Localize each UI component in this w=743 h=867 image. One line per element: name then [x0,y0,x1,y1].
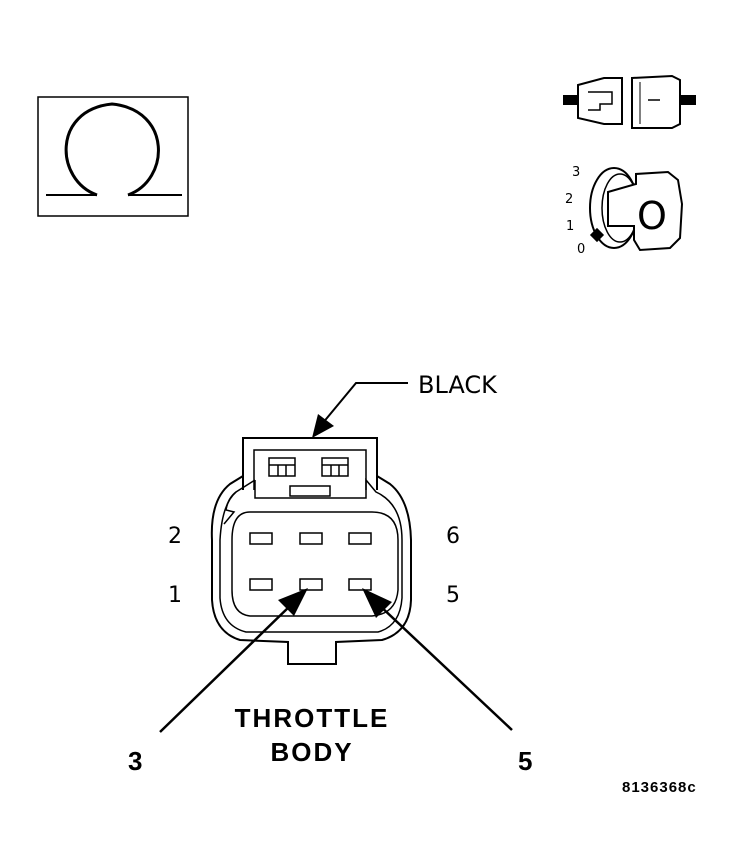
cavity-number-bottom-left: 1 [168,583,182,608]
ignition-position-2: 2 [565,192,573,207]
color-callout: BLACK [312,371,498,438]
ignition-key-icon: O [607,170,684,252]
cavity-1 [249,578,273,591]
cavity-number-top-right: 6 [446,524,460,549]
cavity-number-bottom-right: 5 [446,583,460,608]
component-name-line2: BODY [270,737,353,767]
ignition-position-0: 0 [577,242,585,257]
cavity-6 [348,532,372,545]
figure-id: 8136368c [622,779,697,796]
ignition-switch-icon: 3 2 1 0 O [565,165,684,257]
probe-arrow-left [159,588,308,733]
cavity-2 [249,532,273,545]
ignition-key-label: O [637,194,667,238]
ohmmeter-symbol [37,96,189,217]
component-name-line1: THROTTLE [235,703,390,733]
probe-pin-left: 3 [128,746,142,776]
cavity-4 [299,532,323,545]
omega-icon [46,102,182,197]
probe-pin-right: 5 [518,746,532,776]
cavity-number-top-left: 2 [168,524,182,549]
ignition-position-1: 1 [566,219,574,234]
cavity-5 [348,578,372,591]
ohm-symbol-frame [37,96,189,217]
connector-face [210,437,412,665]
ignition-position-3: 3 [572,165,580,180]
connector-color-label: BLACK [418,371,498,399]
disconnected-connector-icon [563,74,696,129]
callout-arrowhead [312,414,334,438]
cavity-3 [299,578,323,591]
probe-arrow-right [362,588,513,731]
